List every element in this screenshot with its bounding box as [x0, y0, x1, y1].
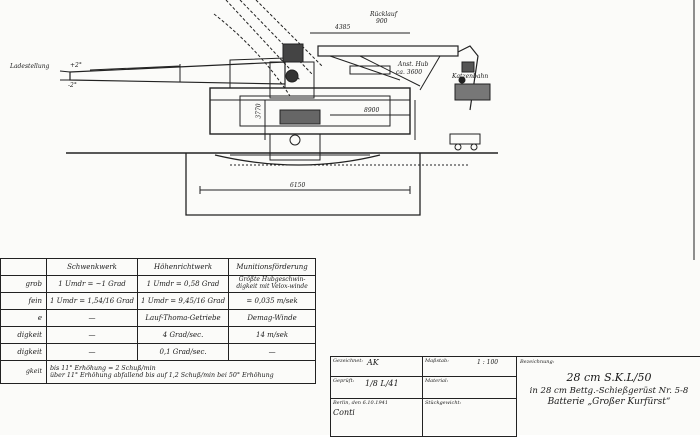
dim-hmid-label: 8900 [364, 107, 380, 114]
massstab-cell: Maßstab: 1 : 100 [423, 357, 517, 377]
bezeichnung-cell: Bezeichnung: 28 cm S.K.L/50 in 28 cm Bet… [517, 357, 700, 437]
drawing-subtitle: in 28 cm Bettg.-Schießgerüst Nr. 5-8 [529, 386, 689, 396]
dim-bottom-label: 6150 [290, 182, 306, 189]
table-row: grob 1 Umdr = ~1 Grad 1 Umdr = 0,58 Grad… [0, 275, 317, 293]
drawing-title: 28 cm S.K.L/50 [566, 371, 652, 384]
dim-vert-label: 3770 [255, 103, 263, 119]
note-line-1: bis 11° Erhöhung = 2 Schuß/min [50, 364, 156, 372]
angle-plus-label: +2° [70, 62, 82, 69]
dim-rueck-value: 900 [376, 18, 388, 25]
table-row: fein 1 Umdr = 1,54/16 Grad 1 Umdr = 9,45… [0, 292, 317, 310]
header-munitionsfoerderung: Munitionsförderung [228, 258, 317, 276]
marker-3-label: Katzenbahn [452, 73, 489, 80]
ladestellung-label: Ladestellung [10, 63, 50, 70]
table-row: e — Lauf-Thoma-Getriebe Demag-Winde [0, 309, 317, 327]
stueckgewicht-cell: Stückgewicht: [423, 399, 517, 437]
specs-header-row: Schwenkwerk Höhenrichtwerk Munitionsförd… [0, 258, 317, 276]
berlin-cell: Berlin, den 6.10.1941 Conti [331, 399, 423, 437]
angle-minus-label: -2° [68, 82, 77, 89]
material-cell: Material: [423, 377, 517, 399]
table-row-note: gkeit bis 11° Erhöhung = 2 Schuß/min übe… [0, 360, 317, 384]
specs-table: Schwenkwerk Höhenrichtwerk Munitionsförd… [0, 258, 317, 384]
gezeichnet-cell: Gezeichnet: AK [331, 357, 423, 377]
table-row: digkeit — 4 Grad/sec. 14 m/sek [0, 326, 317, 344]
marker-2-label: ca. 3600 [396, 69, 423, 76]
title-block: Gezeichnet: AK Maßstab: 1 : 100 Geprüft:… [330, 356, 700, 437]
drawing-battery: Batterie „Großer Kurfürst“ [547, 397, 671, 407]
marker-1-label: Anst. Hub [398, 61, 429, 68]
geprueft-cell: Geprüft: 1/8 L/41 [331, 377, 423, 399]
dim-top-label: 4385 [335, 24, 351, 31]
gun-elevation-drawing [59, 0, 695, 260]
header-schwenkwerk: Schwenkwerk [45, 258, 139, 276]
dim-rueck-label: Rücklauf [370, 11, 397, 18]
table-row: digkeit — 0,1 Grad/sec. — [0, 343, 317, 361]
note-line-2: über 11° Erhöhung abfallend bis auf 1,2 … [50, 372, 274, 379]
header-hoehenrichtwerk: Höhenrichtwerk [137, 258, 230, 276]
